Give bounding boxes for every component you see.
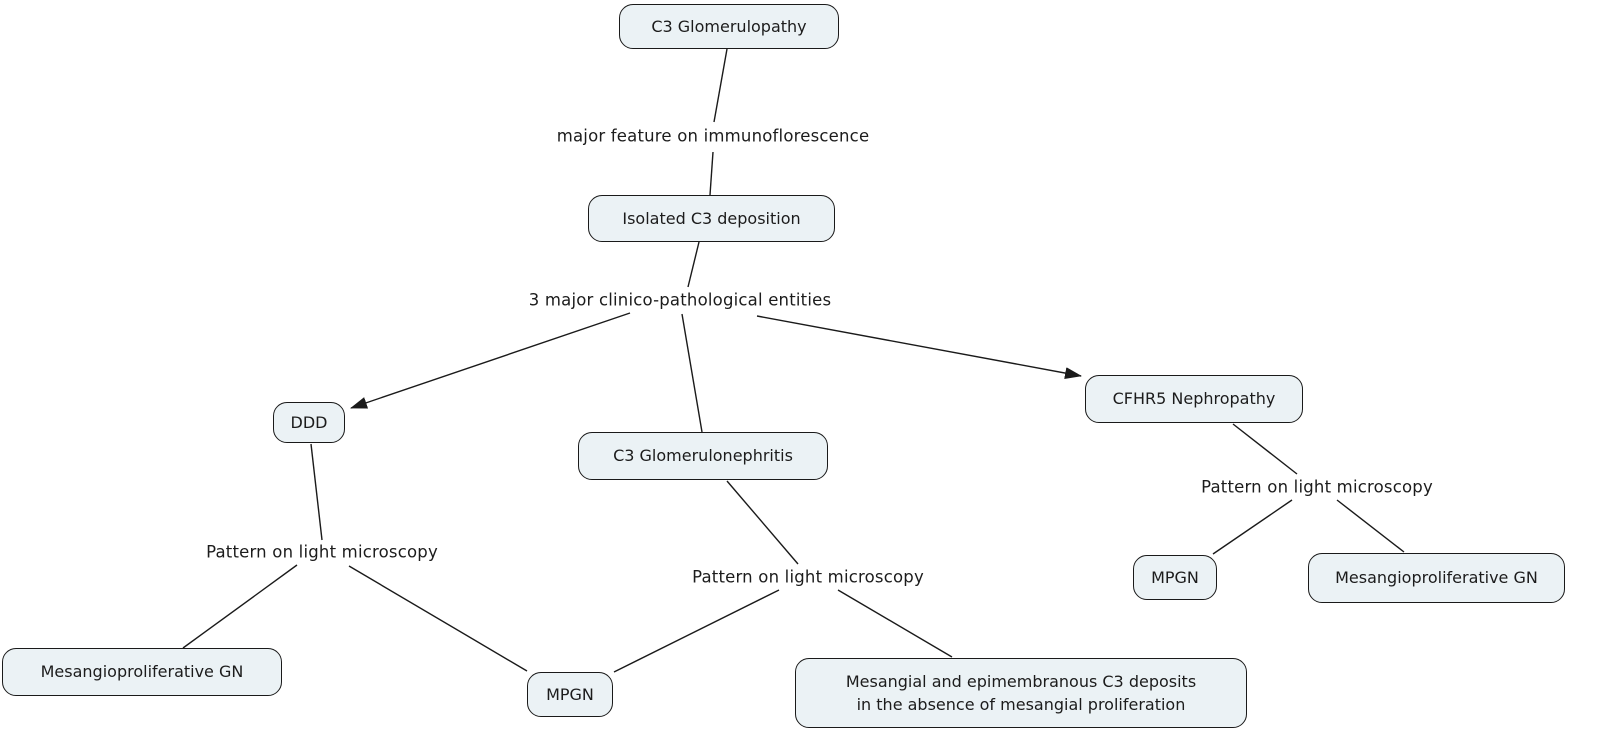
edge-line-pattern-ddd-to-mesangioproliferative-gn-left [182,564,298,649]
edge-line-entities-to-c3-glomerulonephritis [681,313,703,433]
edge-line-immunoflorescence-to-isolated-c3-deposition [709,151,714,196]
edge-line-isolated-c3-deposition-to-entities [687,241,700,288]
edge-line-c3-glomerulopathy-to-immunoflorescence [713,48,728,123]
edge-line-entities-to-cfhr5-nephropathy [756,315,1082,379]
edge-line-entities-to-ddd [350,312,631,409]
edge-label-pattern-cfhr5: Pattern on light microscopy [1198,477,1436,497]
node-c3-glomerulopathy: C3 Glomerulopathy [619,4,839,49]
edge-line-c3-glomerulonephritis-to-pattern-c3gn [726,480,799,565]
node-cfhr5-nephropathy: CFHR5 Nephropathy [1085,375,1303,423]
node-mpgn-center: MPGN [527,672,613,717]
edge-line-pattern-cfhr5-to-mpgn-right [1212,499,1293,555]
node-c3-glomerulonephritis: C3 Glomerulonephritis [578,432,828,480]
edge-line-cfhr5-nephropathy-to-pattern-cfhr5 [1232,423,1298,475]
node-mpgn-right: MPGN [1133,555,1217,600]
edge-line-pattern-c3gn-to-mpgn-center [613,589,780,673]
edge-label-pattern-ddd: Pattern on light microscopy [203,542,441,562]
node-isolated-c3-deposition: Isolated C3 deposition [588,195,835,242]
edge-label-immunoflorescence: major feature on immunoflorescence [553,126,873,146]
node-mesangial-epimembranous-deposits: Mesangial and epimembranous C3 deposits … [795,658,1247,728]
edge-label-pattern-c3gn: Pattern on light microscopy [689,567,927,587]
edge-line-pattern-cfhr5-to-mesangioproliferative-gn-right [1336,499,1405,553]
edge-line-pattern-c3gn-to-mesangial-epimembranous-deposits [837,589,953,658]
node-mesangioproliferative-gn-right: Mesangioproliferative GN [1308,553,1565,603]
edge-line-ddd-to-pattern-ddd [310,443,323,541]
edge-line-pattern-ddd-to-mpgn-center [348,565,528,672]
edge-label-entities: 3 major clinico-pathological entities [525,290,835,310]
node-ddd: DDD [273,402,345,443]
node-mesangioproliferative-gn-left: Mesangioproliferative GN [2,648,282,696]
